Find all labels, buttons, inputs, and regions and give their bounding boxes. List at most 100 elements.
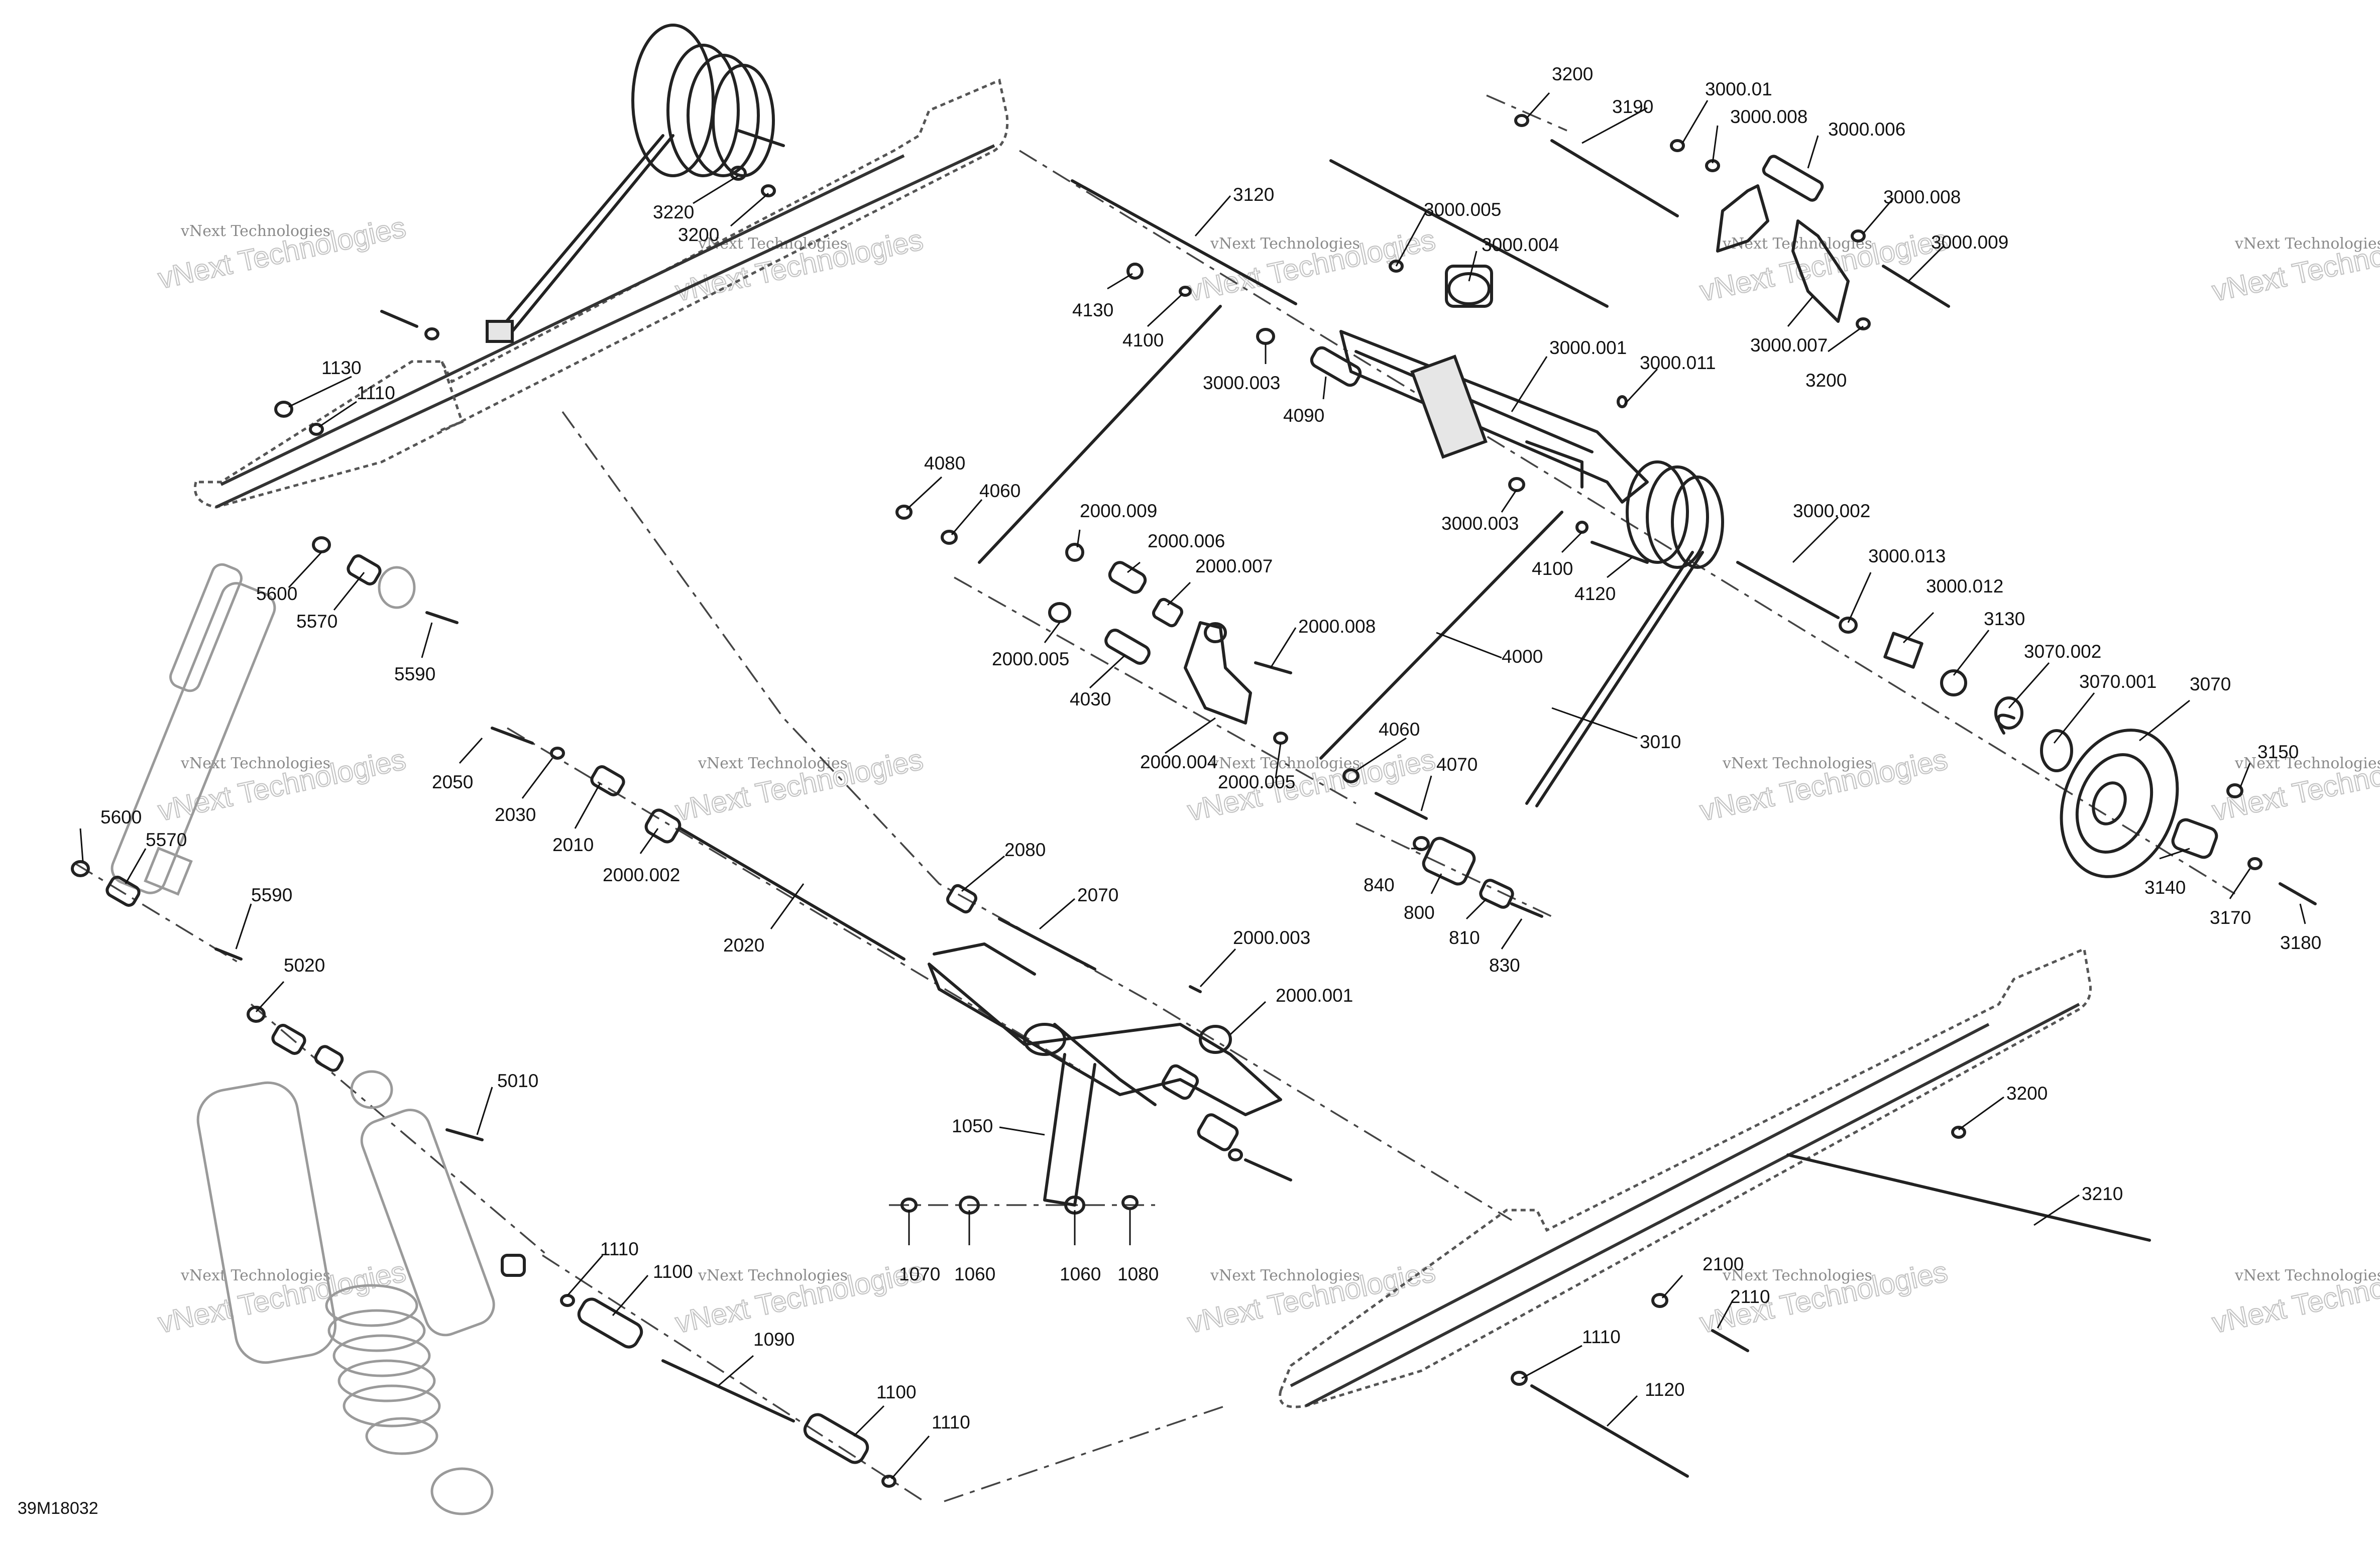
rod-3210 bbox=[1786, 1153, 2151, 1242]
callout-label: 3000.003 bbox=[1203, 373, 1280, 393]
callout-label: 2000.009 bbox=[1080, 501, 1157, 521]
front-shock-absorber bbox=[196, 1070, 495, 1515]
callout-label: 1130 bbox=[321, 358, 362, 378]
callout-label: 2080 bbox=[1004, 840, 1046, 860]
torsion-spring-3220 bbox=[486, 24, 785, 343]
callout-label: 3190 bbox=[1612, 96, 1653, 117]
callout-label: 3000.011 bbox=[1640, 352, 1716, 373]
top-left-rail bbox=[193, 78, 1009, 509]
callout-label: 5600 bbox=[100, 807, 142, 827]
leader-lines bbox=[79, 92, 2306, 1479]
callout-label: 2000.002 bbox=[603, 865, 680, 885]
callout-label: 1070 bbox=[899, 1264, 940, 1284]
watermark-text: vNext Technologies bbox=[2234, 235, 2380, 253]
rear-arm-3000 bbox=[1339, 265, 1649, 504]
callout-label: 3000.001 bbox=[1549, 337, 1627, 358]
watermark-text: vNext Technologies bbox=[180, 1267, 330, 1284]
callout-label: 4070 bbox=[1436, 754, 1478, 775]
callout-label: 2050 bbox=[432, 772, 473, 792]
bolt-3000-009 bbox=[1882, 265, 1950, 308]
watermark-text: vNext Technologies bbox=[1722, 1267, 1872, 1284]
bottom-right-rail bbox=[1279, 947, 2092, 1408]
callout-label: 3220 bbox=[653, 202, 694, 222]
reference-code: 39M18032 bbox=[18, 1499, 98, 1518]
callout-label: 4130 bbox=[1072, 300, 1113, 320]
callout-label: 3000.012 bbox=[1926, 576, 2003, 597]
callout-label: 5010 bbox=[497, 1071, 538, 1091]
idler-wheel-3070 bbox=[1996, 714, 2179, 878]
rods bbox=[661, 139, 2151, 1478]
callout-label: 1090 bbox=[753, 1329, 795, 1350]
rod-2070 bbox=[998, 917, 1096, 971]
shaft-1090 bbox=[661, 1359, 795, 1422]
callout-label: 2000.007 bbox=[1195, 556, 1273, 576]
callout-label: 5590 bbox=[251, 885, 292, 905]
callout-label: 5570 bbox=[146, 829, 187, 850]
callout-label: 1060 bbox=[1060, 1264, 1101, 1284]
callout-label: 2000.004 bbox=[1140, 752, 1217, 772]
callout-label: 4030 bbox=[1070, 689, 1111, 709]
callout-label: 3150 bbox=[2257, 742, 2299, 762]
callout-label: 830 bbox=[1489, 955, 1520, 976]
callout-label: 4080 bbox=[924, 453, 965, 473]
callout-label: 1110 bbox=[1582, 1327, 1621, 1347]
callout-label: 2070 bbox=[1077, 885, 1118, 905]
sleeve-3000-002 bbox=[1736, 561, 1840, 619]
callout-label: 2110 bbox=[1730, 1286, 1770, 1307]
callout-label: 2010 bbox=[552, 835, 594, 855]
callout-label: 1110 bbox=[357, 383, 395, 403]
callout-label: 4060 bbox=[979, 481, 1021, 501]
callout-label: 3200 bbox=[2006, 1083, 2048, 1104]
rod-4060a bbox=[978, 305, 1222, 564]
callout-label: 2000.001 bbox=[1276, 985, 1353, 1006]
callout-label: 3200 bbox=[1805, 370, 1847, 391]
callout-label: 5600 bbox=[256, 583, 297, 604]
watermark-text: vNext Technologies bbox=[1722, 235, 1872, 253]
callout-label: 3070.002 bbox=[2024, 641, 2101, 662]
callout-label: 3000.008 bbox=[1730, 106, 1807, 127]
callout-label: 3000.006 bbox=[1828, 119, 1905, 140]
callout-label: 2030 bbox=[495, 804, 536, 825]
callout-label: 4120 bbox=[1574, 583, 1616, 604]
callout-label: 3170 bbox=[2210, 907, 2251, 928]
callout-label: 4100 bbox=[1532, 558, 1573, 579]
callout-label: 4090 bbox=[1283, 405, 1324, 426]
axle-3000-001 bbox=[1329, 159, 1609, 308]
callout-label: 5020 bbox=[284, 955, 325, 976]
callout-label: 3000.01 bbox=[1705, 79, 1772, 99]
callout-label: 3070.001 bbox=[2079, 671, 2157, 692]
callout-labels: 3200 3190 3000.01 3000.008 3000.006 3000… bbox=[100, 64, 2321, 1433]
callout-label: 2020 bbox=[723, 935, 764, 956]
shaft-2020 bbox=[679, 827, 905, 961]
hardware bbox=[71, 114, 2317, 1488]
callout-label: 2100 bbox=[1703, 1254, 1744, 1274]
watermark-text: vNext Technologies bbox=[1210, 1267, 1360, 1284]
callout-label: 3200 bbox=[1552, 64, 1593, 84]
callout-label: 1100 bbox=[653, 1261, 693, 1282]
callout-label: 3200 bbox=[678, 224, 719, 245]
callout-label: 1050 bbox=[952, 1116, 993, 1136]
callout-label: 3000.005 bbox=[1424, 199, 1501, 220]
callout-label: 5570 bbox=[296, 611, 337, 632]
callout-label: 3000.007 bbox=[1750, 335, 1828, 355]
watermark-text: vNext Technologies bbox=[180, 755, 330, 772]
watermark-text: vNext Technologies bbox=[1210, 235, 1360, 253]
callout-label: 3140 bbox=[2144, 877, 2186, 898]
callout-label: 1120 bbox=[1645, 1379, 1685, 1400]
watermark-text: vNext Technologies bbox=[698, 1267, 848, 1284]
callout-label: 1110 bbox=[932, 1412, 970, 1433]
callout-label: 3180 bbox=[2280, 932, 2321, 953]
callout-label: 3010 bbox=[1640, 732, 1681, 752]
watermark-text: vNext Technologies bbox=[1722, 755, 1872, 772]
callout-label: 3000.003 bbox=[1441, 513, 1519, 534]
torsion-spring-3010 bbox=[1525, 460, 1724, 807]
watermark-text: vNext Technologies bbox=[2234, 1267, 2380, 1284]
callout-label: 4060 bbox=[1379, 719, 1420, 740]
link-2000-004 bbox=[1184, 621, 1252, 725]
callout-label: 1060 bbox=[954, 1264, 995, 1284]
coil-spring bbox=[325, 1284, 494, 1515]
bolt-1120 bbox=[1530, 1384, 1689, 1478]
callout-label: 1110 bbox=[600, 1239, 639, 1259]
rod-3120 bbox=[1071, 179, 1297, 305]
callout-label: 3000.002 bbox=[1793, 501, 1870, 521]
